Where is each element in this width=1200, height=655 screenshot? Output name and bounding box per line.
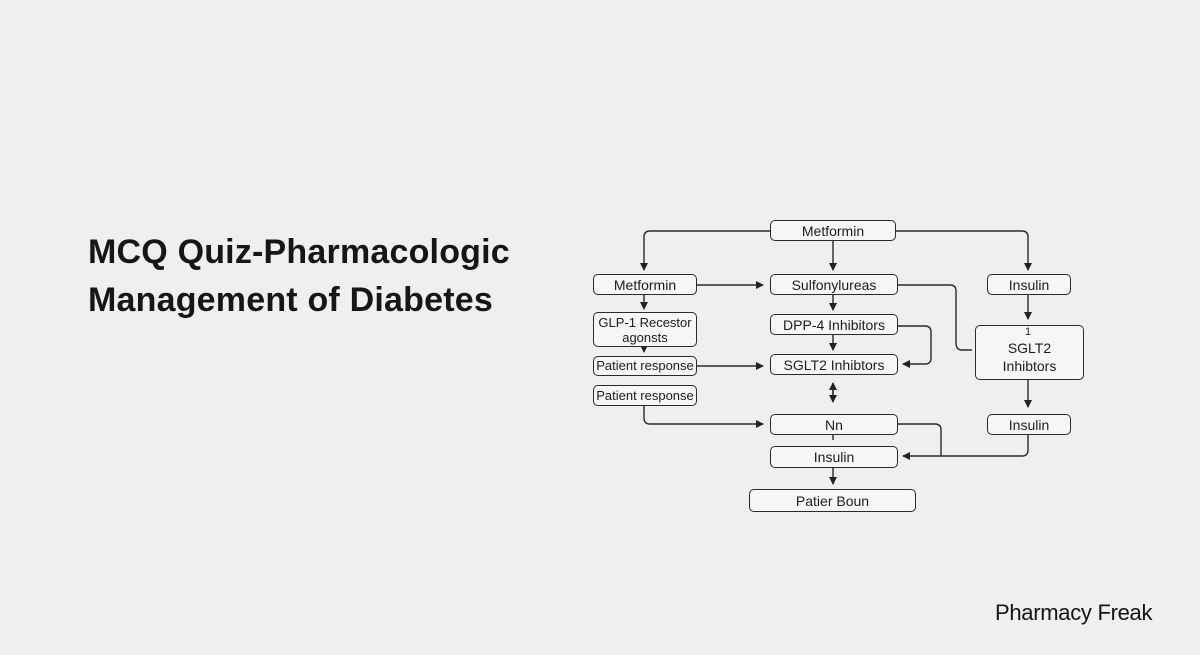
node-glp1-receptor-agonists: GLP-1 Recestor agonsts: [593, 312, 697, 347]
node-patient-response-1: Patient response: [593, 356, 697, 376]
node-patier-boun: Patier Boun: [749, 489, 916, 512]
node-nn: Nn: [770, 414, 898, 435]
node-metformin-top: Metformin: [770, 220, 896, 241]
node-sglt2-inhibitors-mid: SGLT2 Inhibtors: [770, 354, 898, 375]
connector-top-to-right: [896, 230, 1032, 271]
node-sulfonylureas: Sulfonylureas: [770, 274, 898, 295]
node-metformin-left: Metformin: [593, 274, 697, 295]
node-dpp4-inhibitors: DPP-4 Inhibitors: [770, 314, 898, 335]
title-line-1: MCQ Quiz-Pharmacologic: [88, 233, 510, 271]
node-insulin-mid: Insulin: [770, 446, 898, 468]
node-insulin-right-top: Insulin: [987, 274, 1071, 295]
node-insulin-right-bottom: Insulin: [987, 414, 1071, 435]
connector-dpp4-bracket: [898, 325, 932, 368]
connector-nn-bracket: [898, 423, 942, 456]
connector-patient2-to-nn: [643, 406, 764, 428]
connector-right-insulin-to-mid: [902, 435, 1029, 460]
connector-top-to-left: [640, 230, 770, 271]
node-patient-response-2: Patient response: [593, 385, 697, 406]
page-title: MCQ Quiz-Pharmacologic Management of Dia…: [88, 228, 510, 324]
brand-logo: Pharmacy Freak: [995, 600, 1153, 625]
node-sglt2-inhibitors-right: SGLT2 Inhibtors: [975, 325, 1084, 380]
title-line-2: Management of Diabetes: [88, 281, 493, 319]
sglt2-right-marker: 1: [1025, 326, 1032, 338]
connector-sulfonylureas-to-sglt2-right: [898, 284, 972, 351]
